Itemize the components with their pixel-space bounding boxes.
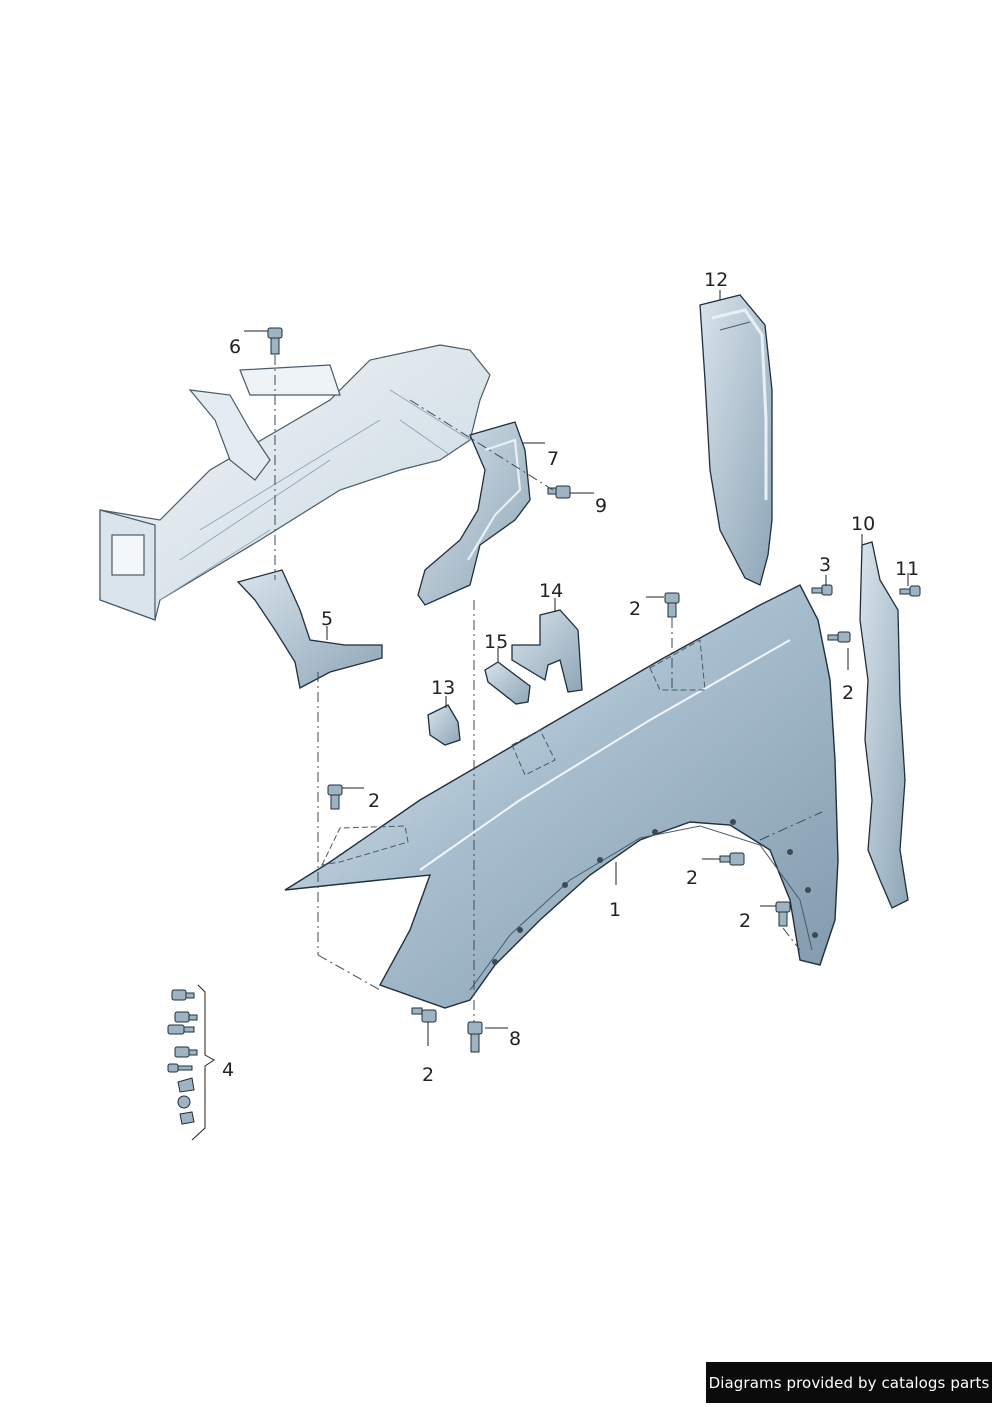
bolt-2-bottom xyxy=(411,1007,437,1023)
callout-2-bottom: 2 xyxy=(422,1064,435,1086)
assembly-lines xyxy=(274,355,823,1022)
part-14-piece xyxy=(511,609,583,693)
part-4-fastener-set xyxy=(167,984,215,1141)
bolt-11 xyxy=(899,585,921,597)
bolt-2-wheel xyxy=(719,852,745,866)
bolt-2-right xyxy=(827,631,851,643)
bolt-2-left xyxy=(327,784,343,810)
bolt-9 xyxy=(547,485,571,499)
callout-2-wheel: 2 xyxy=(686,867,699,889)
part-13-piece xyxy=(427,704,461,746)
attribution-footer: Diagrams provided by catalogs parts xyxy=(706,1362,992,1403)
callout-2-lower-right: 2 xyxy=(739,910,752,932)
callout-11: 11 xyxy=(895,558,920,580)
leader-lines xyxy=(244,290,909,1046)
callout-9: 9 xyxy=(595,495,608,517)
part-1-fender xyxy=(284,584,839,1009)
part-10-strip xyxy=(859,541,909,909)
callout-7: 7 xyxy=(547,448,560,470)
fender-holes xyxy=(492,819,818,965)
callout-2-left: 2 xyxy=(368,790,381,812)
part-12-seal xyxy=(699,294,773,586)
part-7-bracket xyxy=(417,421,531,606)
bolt-2-top xyxy=(664,592,680,618)
callout-2-top: 2 xyxy=(629,598,642,620)
callout-14: 14 xyxy=(539,580,564,602)
callout-13: 13 xyxy=(431,677,456,699)
callout-15: 15 xyxy=(484,631,509,653)
bolt-8 xyxy=(467,1021,483,1053)
bolt-3 xyxy=(811,584,833,596)
bolt-6 xyxy=(267,327,283,355)
front-frame-rail xyxy=(99,344,491,621)
callout-12: 12 xyxy=(704,269,729,291)
bolt-2-lower-right xyxy=(775,901,791,927)
callout-6: 6 xyxy=(229,336,242,358)
callout-3: 3 xyxy=(819,554,832,576)
callout-1: 1 xyxy=(609,899,622,921)
part-15-piece xyxy=(484,661,531,705)
callout-10: 10 xyxy=(851,513,876,535)
callout-4: 4 xyxy=(222,1059,235,1081)
callout-5: 5 xyxy=(321,608,334,630)
callout-2-right: 2 xyxy=(842,682,855,704)
callout-8: 8 xyxy=(509,1028,522,1050)
part-5-bracket xyxy=(236,569,383,689)
